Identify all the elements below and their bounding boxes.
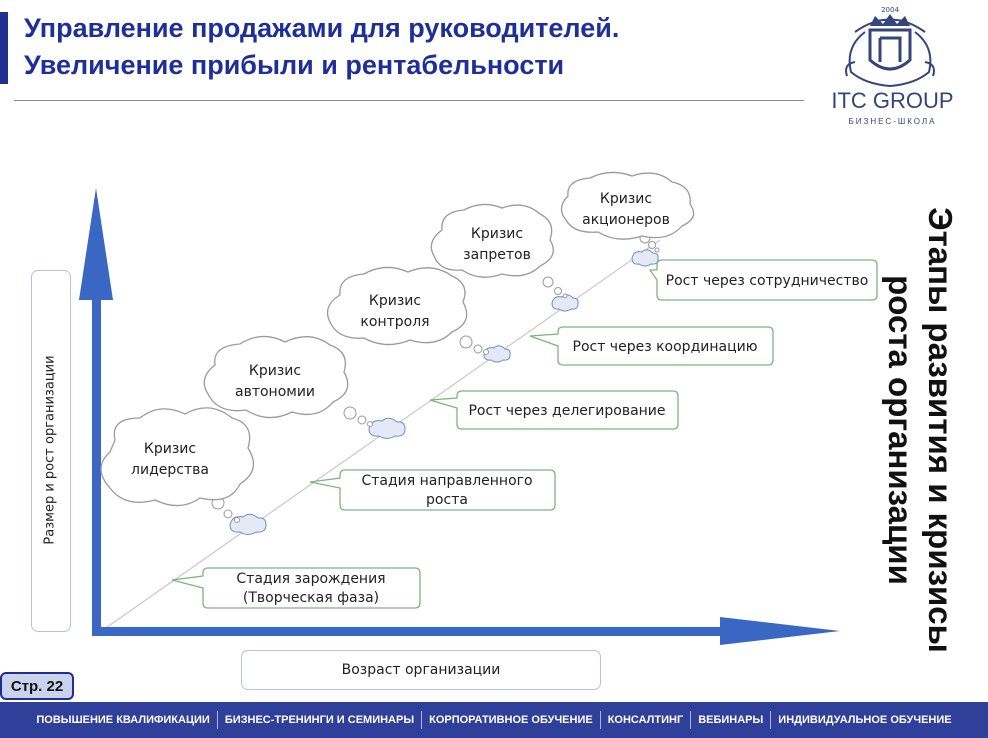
footer-separator [421, 711, 423, 729]
crisis-cloud-restrictions: Кризис запретов [430, 203, 554, 278]
footer-link-qualification[interactable]: ПОВЫШЕНИЕ КВАЛИФИКАЦИИ [36, 714, 210, 726]
crisis-label-line2: запретов [463, 247, 531, 263]
stage-label-line1: Стадия направленного [361, 473, 532, 489]
footer-link-corporate[interactable]: КОРПОРАТИВНОЕ ОБУЧЕНИЕ [429, 714, 593, 726]
y-axis-arrowhead [79, 188, 113, 300]
itc-group-logo: 2004 [845, 6, 935, 88]
logo-year: 2004 [881, 6, 899, 14]
stage-label-line2: роста [426, 492, 468, 508]
crisis-cloud-leadership: Кризис лидерства [100, 407, 255, 507]
crisis-label-line2: акционеров [582, 212, 670, 228]
footer-separator [770, 711, 772, 729]
stage-label-line1: Рост через сотрудничество [666, 273, 869, 289]
stage-label-line1: Стадия зарождения [236, 571, 385, 587]
transition-cloud-3 [483, 345, 511, 363]
side-title: Этапы развития и кризисы роста организац… [880, 207, 960, 653]
x-axis [92, 627, 732, 636]
crisis-label-line1: Кризис [144, 441, 196, 457]
crisis-label-line1: Кризис [249, 363, 301, 379]
footer-bar: ПОВЫШЕНИЕ КВАЛИФИКАЦИИ БИЗНЕС-ТРЕНИНГИ И… [0, 702, 988, 738]
crisis-label-line2: контроля [360, 314, 429, 330]
crisis-cloud-shareholders: Кризис акционеров [560, 171, 695, 240]
transition-cloud-1 [229, 513, 267, 535]
stage-label-line1: Рост через координацию [573, 339, 758, 355]
stage-box-collaboration: Рост через сотрудничество [648, 259, 878, 301]
footer-link-trainings[interactable]: БИЗНЕС-ТРЕНИНГИ И СЕМИНАРЫ [224, 714, 415, 726]
logo-subtitle: БИЗНЕС-ШКОЛА [848, 117, 937, 126]
y-axis-label-box [31, 270, 71, 632]
x-axis-arrowhead [720, 617, 840, 645]
transition-cloud-4 [551, 294, 579, 312]
crisis-label-line2: автономии [235, 384, 315, 400]
stage-box-inception: Стадия зарождения (Творческая фаза) [171, 567, 421, 609]
side-title-line-2: роста организации [882, 275, 919, 585]
crisis-cloud-control: Кризис контроля [326, 266, 468, 346]
crisis-label-line1: Кризис [600, 191, 652, 207]
thought-bubbles [211, 232, 660, 523]
footer-link-consulting[interactable]: КОНСАЛТИНГ [607, 714, 684, 726]
footer-link-webinars[interactable]: ВЕБИНАРЫ [698, 714, 764, 726]
stage-box-directed-growth: Стадия направленного роста [309, 469, 556, 511]
title-accent-bar [0, 12, 8, 84]
stage-label-line1: Рост через делегирование [468, 403, 665, 419]
crisis-label-line1: Кризис [471, 226, 523, 242]
title-line-1: Управление продажами для руководителей. [24, 13, 620, 43]
stage-box-delegation: Рост через делегирование [429, 390, 679, 430]
footer-separator [599, 711, 601, 729]
y-axis [92, 238, 101, 636]
transition-cloud-5 [631, 249, 659, 267]
footer-separator [216, 711, 218, 729]
page-number-badge: Стр. 22 [0, 672, 74, 700]
crisis-label-line1: Кризис [369, 293, 421, 309]
footer-link-individual[interactable]: ИНДИВИДУАЛЬНОЕ ОБУЧЕНИЕ [778, 714, 952, 726]
growth-stages-diagram: Кризис лидерства Кризис автономии Кризис… [79, 171, 878, 645]
page-title: Управление продажами для руководителей. … [24, 10, 804, 84]
page-header: Управление продажами для руководителей. … [0, 0, 988, 150]
crisis-cloud-autonomy: Кризис автономии [203, 335, 349, 419]
stage-box-coordination: Рост через координацию [529, 326, 774, 366]
x-axis-label: Возраст организации [241, 650, 601, 690]
logo-wordmark: ITC GROUP [831, 88, 954, 113]
side-title-line-1: Этапы развития и кризисы [922, 207, 959, 653]
header-divider [14, 100, 804, 101]
footer-separator [690, 711, 692, 729]
y-axis-label: Размер и рост организации [42, 355, 58, 545]
title-line-2: Увеличение прибыли и рентабельности [24, 50, 565, 80]
transition-cloud-2 [368, 417, 406, 439]
crisis-label-line2: лидерства [131, 462, 209, 478]
stage-label-line2: (Творческая фаза) [243, 590, 379, 606]
